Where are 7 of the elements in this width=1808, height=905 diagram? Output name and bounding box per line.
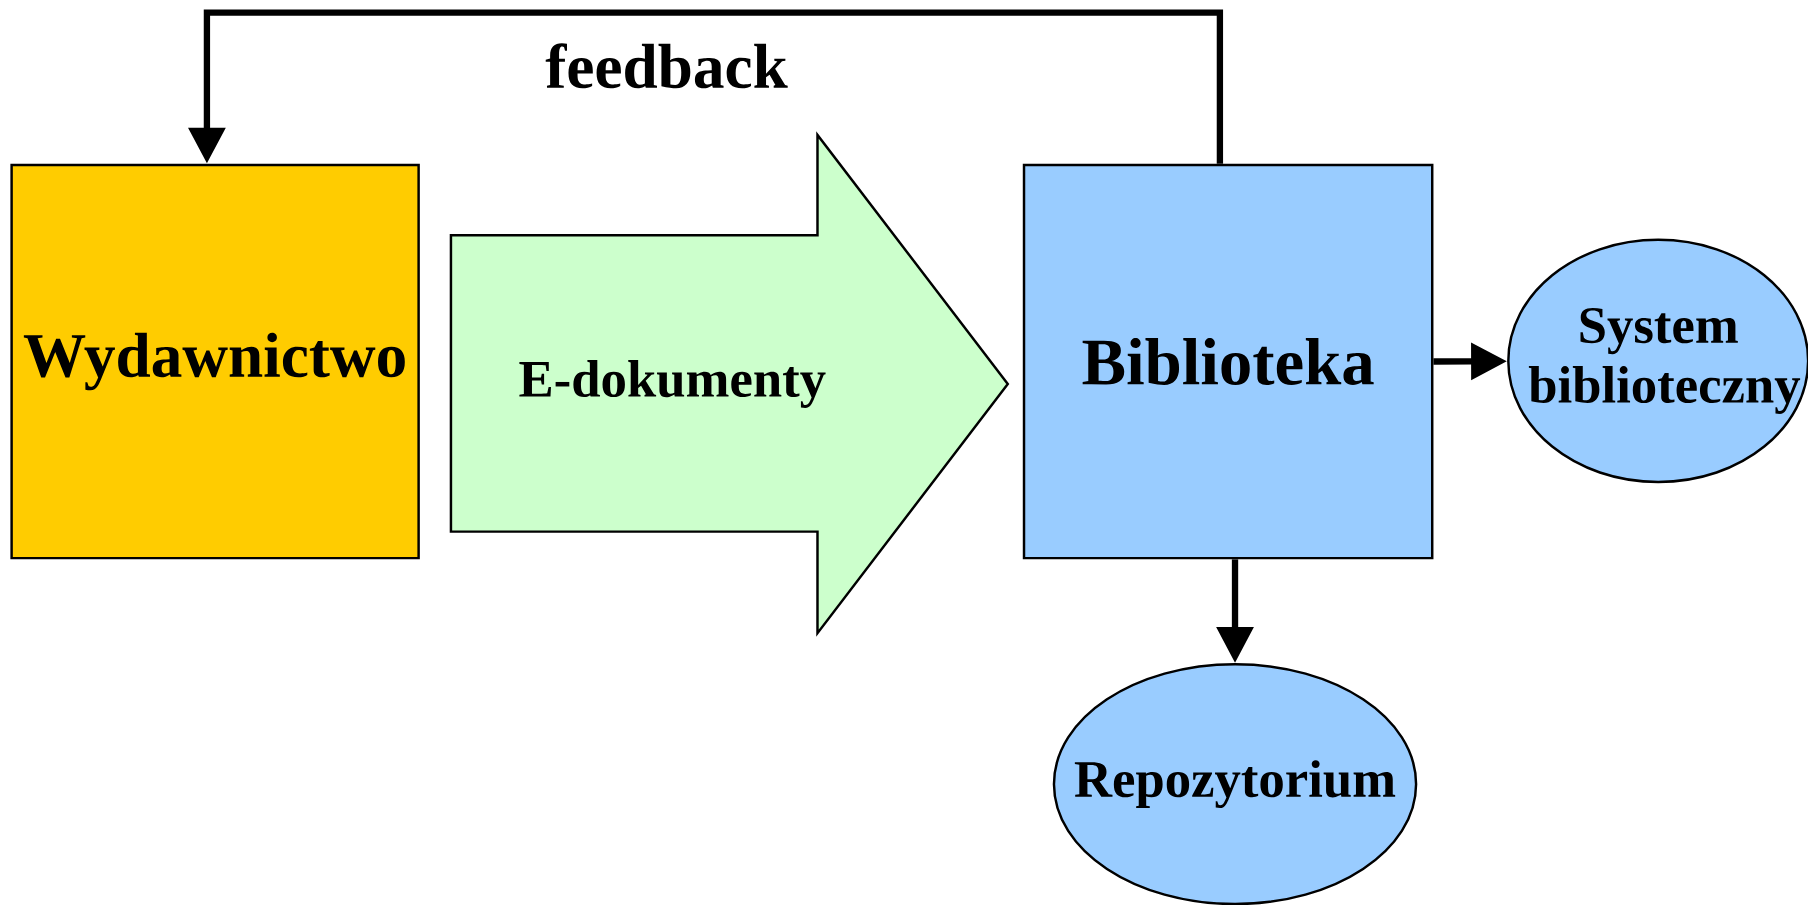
- edge-label: feedback: [541, 39, 792, 92]
- block-arrow: [449, 131, 1010, 637]
- process-box: Biblioteka: [1022, 163, 1434, 560]
- process-box: Wydawnictwo: [10, 163, 420, 560]
- edge-label: E-dokumenty: [515, 356, 830, 412]
- ellipse-node: System biblioteczny: [1507, 238, 1808, 484]
- ellipse-node: Repozytorium: [1052, 663, 1418, 905]
